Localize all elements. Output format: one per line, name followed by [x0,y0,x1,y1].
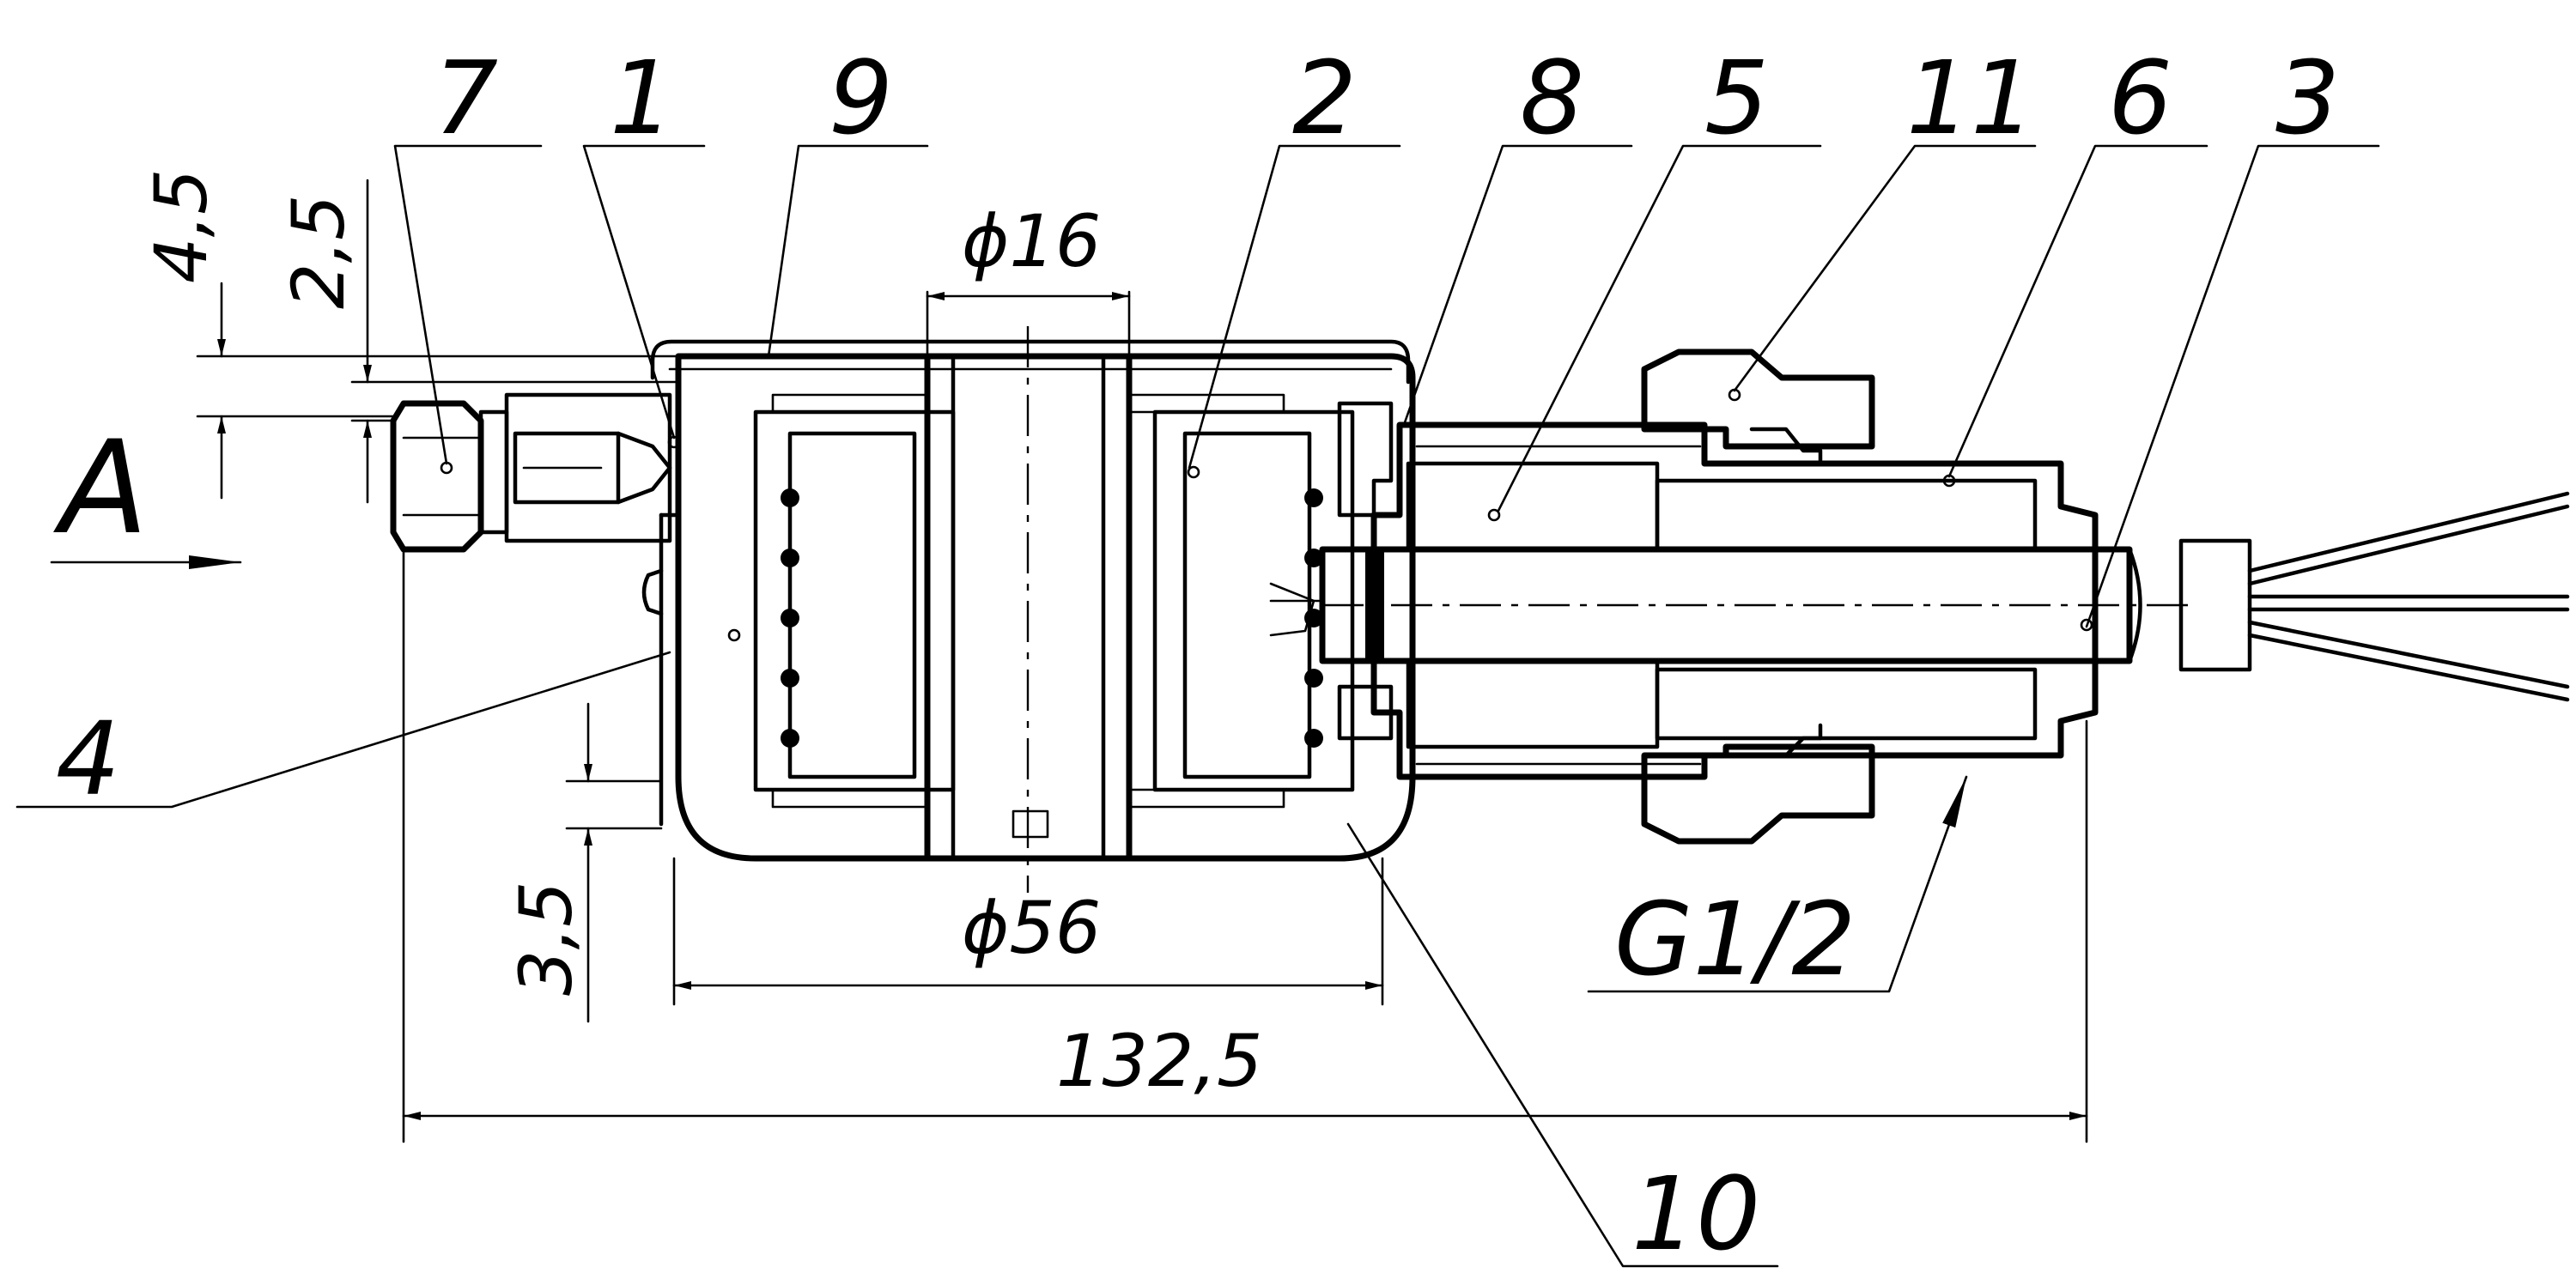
sleeve-body [1370,421,2099,780]
callout-2: 2 [1292,39,1357,157]
dim-4-5 [196,282,680,500]
float-housing [650,339,1416,862]
view-label-a: A [53,414,149,563]
dimension-phi-16: ϕ16 [962,199,1101,283]
callout-4: 4 [56,700,120,818]
thread-size: G1/2 [1614,880,1856,998]
union-nut [1641,349,1875,845]
callout-7: 7 [434,39,498,157]
dimension-4-5: 4,5 [139,168,223,283]
nipple-fitting [504,392,672,543]
cable-wires [2247,491,2570,702]
mounting-bracket [641,512,681,827]
coil-winding-right [1304,488,1323,748]
callout-1: 1 [610,39,674,157]
callout-10: 10 [1631,1155,1760,1273]
dim-overall-length [402,548,2088,1143]
dimension-2-5: 2,5 [276,194,361,309]
dimension-phi-56: ϕ56 [962,886,1101,970]
dim-diameter-56 [672,857,1384,1006]
callout-6: 6 [2108,39,2172,157]
dim-3-5 [565,702,663,1023]
bolt-head [390,400,509,553]
part-marker-dots [440,388,2093,642]
dim-diameter-16 [926,290,1131,358]
dimension-132-5: 132,5 [1056,1019,1262,1103]
dimension-3-5: 3,5 [504,881,588,996]
callout-9: 9 [829,39,893,157]
coil-winding-left [781,488,799,748]
callout-8: 8 [1520,39,1584,157]
callout-3: 3 [2275,39,2340,157]
callout-11: 11 [1906,39,2035,157]
dim-2-5 [350,179,680,504]
leader-lines [15,144,2380,1268]
callout-5: 5 [1704,39,1769,157]
